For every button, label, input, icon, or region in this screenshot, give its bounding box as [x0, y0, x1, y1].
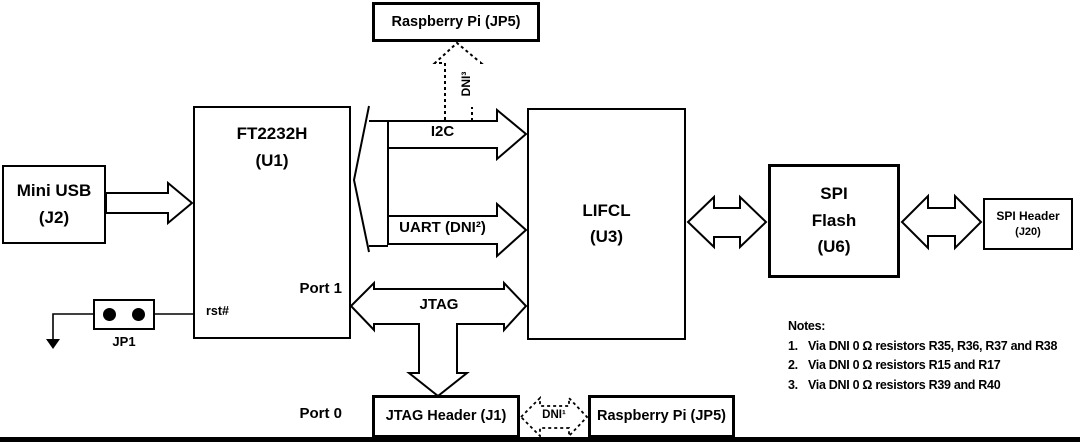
note-1-text: Via DNI 0 Ω resistors R35, R36, R37 and …: [808, 338, 1058, 353]
i2c-signal-label: I2C: [430, 123, 455, 140]
note-item-2: 2. Via DNI 0 Ω resistors R15 and R17: [788, 356, 1057, 376]
rst-label: rst#: [206, 303, 229, 318]
raspberry-pi-bottom-label: Raspberry Pi (JP5): [597, 408, 726, 425]
raspberry-pi-top-label: Raspberry Pi (JP5): [391, 13, 521, 30]
raspberry-pi-top-box: Raspberry Pi (JP5): [372, 2, 540, 42]
dni1-dashed-arrow: [519, 395, 589, 439]
jp1-pin-2-icon: [132, 308, 145, 321]
port1-label: Port 1: [299, 280, 342, 297]
ground-arrow-icon: [46, 339, 60, 349]
mini-usb-label-line2: (J2): [38, 207, 70, 227]
note-2-number: 2.: [788, 358, 798, 372]
notes-title: Notes:: [788, 319, 826, 333]
uart-signal-label: UART (DNI²): [399, 219, 486, 236]
lifcl-flash-arrow: [686, 194, 768, 250]
note-item-1: 1. Via DNI 0 Ω resistors R35, R36, R37 a…: [788, 337, 1057, 357]
note-3-number: 3.: [788, 377, 798, 392]
mini-usb-label-line1: Mini USB: [16, 181, 92, 201]
note-item-3: 3. Via DNI 0 Ω resistors R39 and R40: [788, 376, 1057, 396]
lifcl-label-line1: LIFCL: [582, 200, 631, 220]
jtag-signal-label: JTAG: [419, 296, 459, 313]
spi-flash-label-line2: Flash: [811, 210, 857, 230]
note-2-text: Via DNI 0 Ω resistors R15 and R17: [808, 358, 1001, 372]
note-3-text: Via DNI 0 Ω resistors R39 and R40: [808, 377, 1001, 392]
mini-usb-box: Mini USB (J2): [2, 165, 106, 244]
port0-label: Port 0: [299, 405, 342, 422]
raspberry-pi-bottom-box: Raspberry Pi (JP5): [588, 395, 735, 438]
spi-header-label-line1: SPI Header: [996, 208, 1060, 223]
uart-arrow: [387, 201, 528, 259]
usb-arrow: [105, 180, 194, 226]
jp1-pin-1-icon: [103, 308, 116, 321]
jp1-label: JP1: [112, 334, 136, 349]
spi-flash-label-line1: SPI: [820, 184, 848, 204]
flash-header-arrow: [900, 193, 983, 251]
spi-flash-label-line3: (U6): [817, 237, 851, 257]
dni1-signal-label: DNI¹: [542, 409, 566, 421]
port1-brace-connectors: [369, 120, 389, 247]
notes-block: Notes: 1. Via DNI 0 Ω resistors R35, R36…: [788, 317, 1057, 395]
jtag-header-box: JTAG Header (J1): [372, 395, 520, 438]
port1-brace: [352, 105, 370, 253]
ft2232h-label-line2: (U1): [255, 151, 289, 171]
bottom-rule: [0, 437, 1080, 442]
dni3-signal-label: DNI³: [452, 61, 480, 107]
lifcl-label-line2: (U3): [589, 227, 624, 246]
ft2232h-box: FT2232H (U1) Port 1 Port 0 rst#: [193, 106, 351, 422]
note-1-number: 1.: [788, 338, 798, 353]
ft2232h-title: FT2232H (U1): [195, 120, 349, 174]
lifcl-box: LIFCL (U3): [527, 108, 686, 340]
jtag-header-label: JTAG Header (J1): [385, 408, 507, 425]
spi-header-label-line2: (J20): [1015, 225, 1041, 238]
spi-flash-box: SPI Flash (U6): [768, 164, 900, 278]
jtag-arrow: [349, 280, 528, 398]
ft2232h-label-line1: FT2232H: [236, 124, 308, 143]
jp1-jumper-box: [93, 299, 155, 330]
ground-wire: [52, 313, 93, 339]
spi-header-box: SPI Header (J20): [983, 198, 1073, 250]
i2c-arrow: [387, 107, 528, 162]
